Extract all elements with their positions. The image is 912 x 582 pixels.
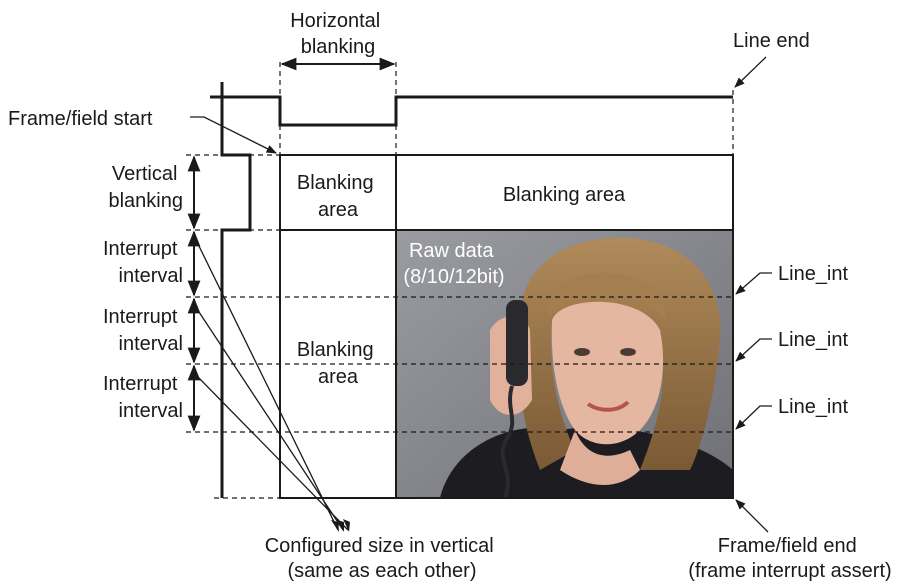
blanking-area-top-left-label: Blanking area [297, 172, 379, 221]
frame-field-end-label: Frame/field end (frame interrupt assert) [688, 535, 891, 582]
vertical-sync-waveform [220, 82, 252, 498]
interrupt-interval-label-2: Interrupt interval [103, 306, 183, 355]
line-int-label-1: Line_int [778, 263, 849, 285]
line-int-label-3: Line_int [778, 396, 849, 418]
configured-size-label: Configured size in vertical (same as eac… [265, 535, 500, 582]
horizontal-sync-waveform [210, 95, 733, 127]
frame-field-start-label: Frame/field start [8, 108, 153, 130]
blanking-area-top-right-label: Blanking area [503, 184, 626, 206]
leader-lines [190, 56, 772, 533]
line-end-label: Line end [733, 30, 810, 52]
dimension-arrows [187, 57, 396, 432]
raw-data-label: Raw data (8/10/12bit) [403, 240, 504, 288]
blanking-area-boxes [279, 154, 734, 499]
blanking-area-left-label: Blanking area [297, 339, 379, 388]
line-int-label-2: Line_int [778, 329, 849, 351]
dashed-guides [186, 62, 734, 499]
interrupt-interval-label-1: Interrupt interval [103, 238, 183, 287]
horizontal-blanking-label: Horizontal blanking [290, 10, 386, 58]
vertical-blanking-label: Vertical blanking [108, 163, 183, 212]
interrupt-interval-label-3: Interrupt interval [103, 373, 183, 422]
configured-size-arrowheads [331, 519, 350, 532]
